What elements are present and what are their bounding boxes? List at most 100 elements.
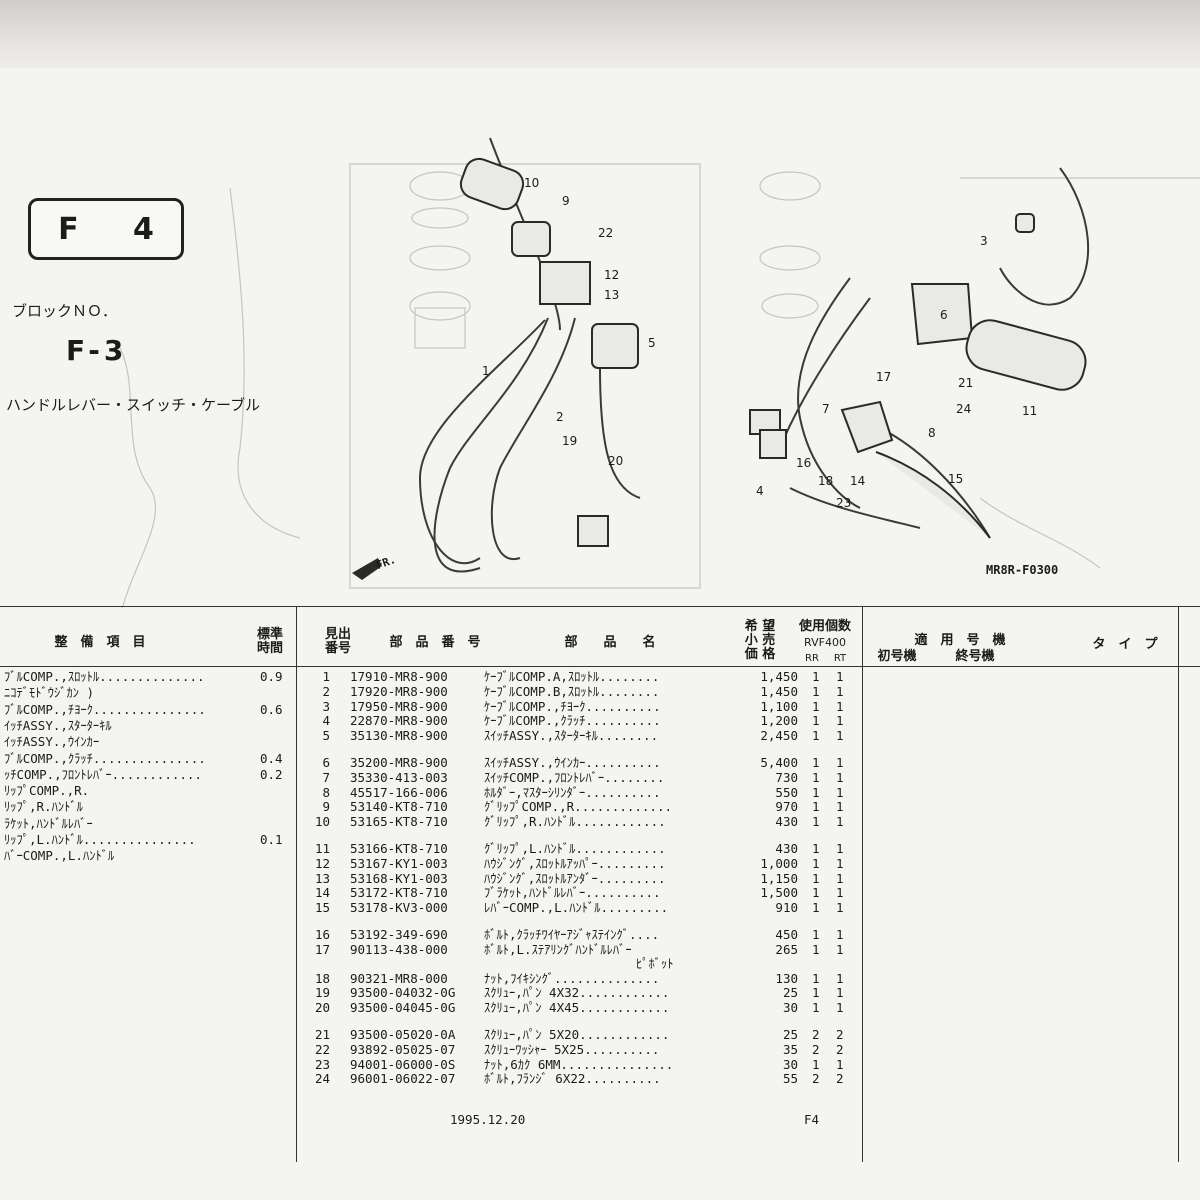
header-ref-no: 見出 番号 [324,627,351,656]
quantity-rr: 1 [812,728,820,744]
header-type: タ イ プ [1092,637,1158,652]
callout-9: 9 [562,194,570,208]
price: 730 [775,769,798,785]
part-number: 45517-166-006 [350,784,448,800]
price: 1,450 [760,669,798,684]
part-name: ﾎﾞﾙﾄ,L.ｽﾃｱﾘﾝｸﾞﾊﾝﾄﾞﾙﾚﾊﾞｰ [484,941,632,957]
quantity-rr: 1 [812,1056,820,1072]
ref-number: 15 [314,900,330,916]
callout-2: 2 [556,410,564,424]
header-last-model: 終号機 [955,649,995,664]
price: 430 [775,814,798,830]
maintenance-item-row: ﾘｯﾌﾟ,R.ﾊﾝﾄﾞﾙ [4,800,292,814]
maintenance-item-text: ﾘｯﾌﾟCOMP.,R. [4,783,90,799]
maintenance-item-text: ﾊﾞｰCOMP.,L.ﾊﾝﾄﾞﾙ [4,848,115,864]
part-number: 35200-MR8-900 [350,755,448,770]
quantity-rt: 1 [836,1000,844,1016]
header-standard-time: 標準 時間 [256,627,283,656]
callout-12: 12 [604,268,620,282]
quantity-rt: 2 [836,1041,844,1057]
quantity-rt: 1 [836,885,844,901]
quantity-rr: 1 [812,683,820,699]
quantity-rr: 1 [812,755,820,770]
price: 35 [782,1041,798,1057]
part-name: ｽｸﾘｭｰ,ﾊﾟﾝ 4X45............ [484,1000,670,1016]
maintenance-item-row: ﾘｯﾌﾟCOMP.,R. [4,784,292,798]
quantity-rt: 2 [836,1071,844,1087]
ref-number: 7 [322,769,330,785]
maintenance-item-text: ﾌﾞﾙCOMP.,ｸﾗｯﾁ............... [4,750,206,766]
table-divider-right [862,606,863,1162]
quantity-rt: 1 [836,985,844,1001]
part-number: 53168-KY1-003 [350,870,448,886]
part-name: ﾊｳｼﾞﾝｸﾞ,ｽﾛｯﾄﾙｱﾝﾀﾞｰ......... [484,870,666,886]
part-name: ﾚﾊﾞｰCOMP.,L.ﾊﾝﾄﾞﾙ......... [484,900,669,916]
ref-number: 13 [314,870,330,886]
parts-catalog-page [0,68,1200,1200]
part-number: 53166-KT8-710 [350,841,448,856]
price: 1,000 [760,855,798,871]
maintenance-item-row: ﾆｺﾃﾞﾓﾄﾞｳｼﾞｶﾝ ) [4,686,292,700]
ref-number: 9 [322,799,330,815]
part-name: ﾎﾞﾙﾄ,ﾌﾗﾝｼﾞ 6X22.......... [484,1071,661,1087]
maintenance-item-text: ﾌﾞﾙCOMP.,ｽﾛｯﾄﾙ.............. [4,669,205,684]
ref-number: 6 [322,755,330,770]
header-qty-rr: RR [805,653,819,664]
ref-number: 5 [322,728,330,744]
maintenance-item-time: 0.9 [260,669,283,684]
part-name: ｽｸﾘｭｰ,ﾊﾟﾝ 5X20............ [484,1027,670,1042]
quantity-rr: 1 [812,769,820,785]
quantity-rr: 1 [812,698,820,714]
quantity-rt: 1 [836,799,844,815]
quantity-rr: 1 [812,855,820,871]
maintenance-item-text: ﾘｯﾌﾟ,R.ﾊﾝﾄﾞﾙ [4,799,83,815]
quantity-rr: 1 [812,784,820,800]
table-top-border [0,606,1200,607]
quantity-rr: 1 [812,669,820,684]
ref-number: 4 [322,713,330,729]
part-number: 35330-413-003 [350,769,448,785]
price: 550 [775,784,798,800]
price: 1,100 [760,698,798,714]
ref-number: 20 [314,1000,330,1016]
ref-number: 16 [314,927,330,942]
callout-23: 23 [836,496,852,510]
price: 25 [782,1027,798,1042]
callout-16: 16 [796,456,812,470]
header-part-name: 部 品 名 [564,635,656,650]
quantity-rt: 1 [836,970,844,986]
quantity-rt: 1 [836,784,844,800]
quantity-rt: 1 [836,698,844,714]
quantity-rt: 1 [836,841,844,856]
header-quantity: 使用個数 [798,619,851,634]
quantity-rr: 1 [812,841,820,856]
price: 430 [775,841,798,856]
quantity-rt: 1 [836,814,844,830]
part-number: 90113-438-000 [350,941,448,957]
part-name: ｸﾞﾘｯﾌﾟCOMP.,R............. [484,799,673,815]
quantity-rt: 1 [836,855,844,871]
maintenance-item-text: ﾘｯﾌﾟ,L.ﾊﾝﾄﾞﾙ............... [4,832,196,847]
table-divider-left [296,606,297,1162]
price: 970 [775,799,798,815]
callout-8: 8 [928,426,936,440]
part-name: ｽｲｯﾁASSY.,ｳｲﾝｶｰ.......... [484,755,661,770]
maintenance-item-row: ｲｯﾁASSY.,ｳｲﾝｶｰ [4,735,292,749]
callout-6: 6 [940,308,948,322]
ref-number: 19 [314,985,330,1001]
quantity-rr: 1 [812,870,820,886]
maintenance-item-text: ｲｯﾁASSY.,ｽﾀｰﾀｰｷﾙ [4,717,112,733]
maintenance-item-row: ｯﾁCOMP.,ﾌﾛﾝﾄﾚﾊﾞｰ............0.2 [4,767,292,782]
header-price: 希 望 小 売 価 格 [744,619,776,662]
header-applicable-models: 適 用 号 機 [914,633,1006,648]
quantity-rt: 1 [836,728,844,744]
quantity-rt: 1 [836,870,844,886]
price: 5,400 [760,755,798,770]
part-number: 96001-06022-07 [350,1071,456,1087]
ref-number: 23 [314,1056,330,1072]
block-number-label: ブロックＮＯ． [12,302,118,320]
callout-19: 19 [562,434,578,448]
part-number: 53178-KV3-000 [350,900,448,916]
maintenance-item-row: ﾊﾞｰCOMP.,L.ﾊﾝﾄﾞﾙ [4,849,292,863]
part-number: 17910-MR8-900 [350,669,448,684]
